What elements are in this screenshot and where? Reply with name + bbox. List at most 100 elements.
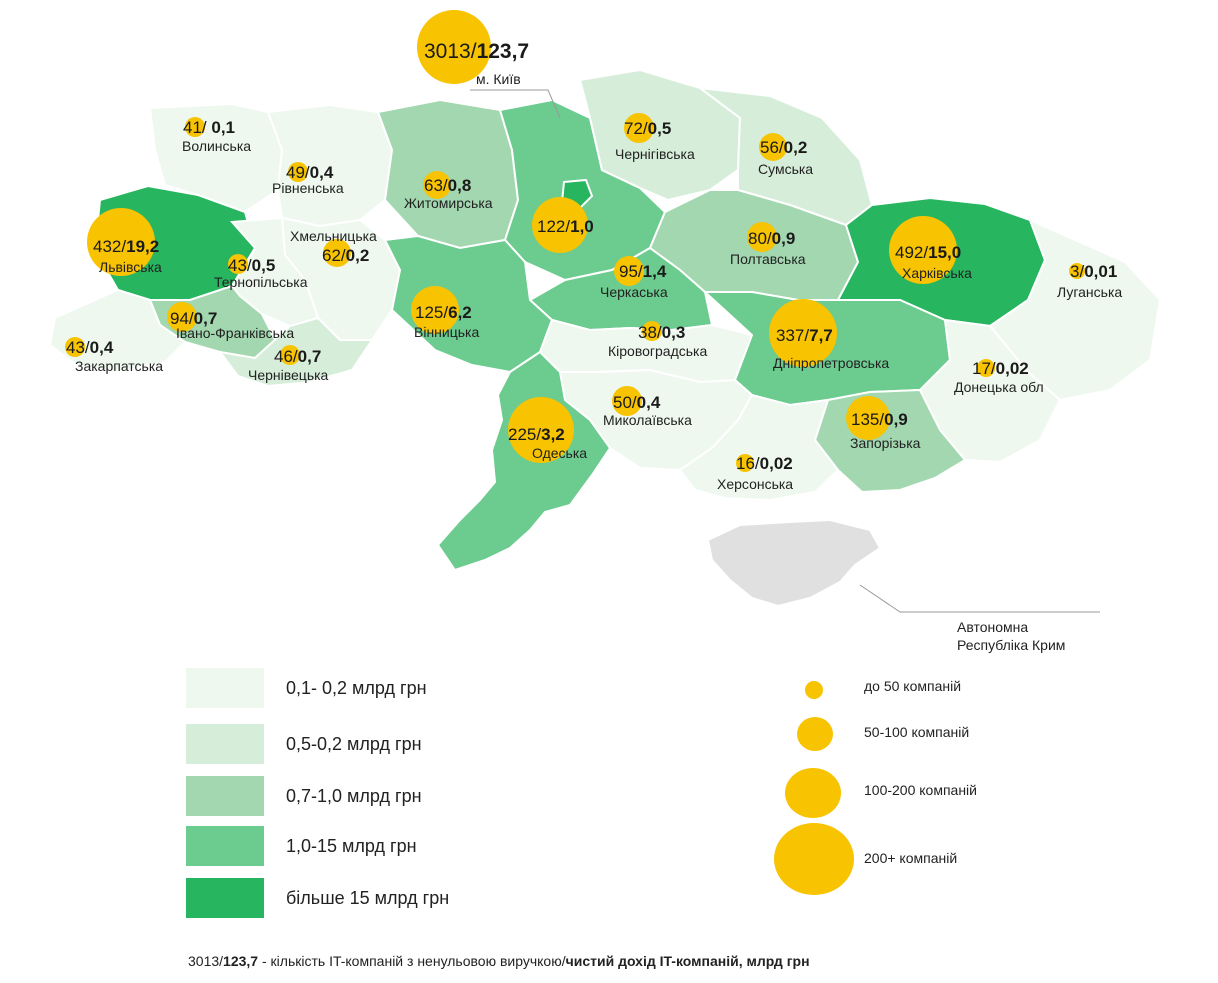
kyiv-city-name-label: м. Київ (476, 71, 521, 87)
legend-swatch-4 (186, 826, 264, 866)
bubble-chernivtsi[interactable] (280, 345, 300, 365)
bubble-kharkiv[interactable] (889, 216, 957, 284)
size-dot-xlarge (774, 823, 854, 895)
region-name-luhansk: Луганська (1057, 284, 1122, 300)
region-value-rivne: 49/0,4 (286, 163, 334, 182)
region-name-chernihiv: Чернігівська (615, 146, 695, 162)
bubble-kyiv-obl[interactable] (532, 197, 588, 253)
bubble-sumy[interactable] (759, 133, 787, 161)
region-value-khmelnytskyi: 62/0,2 (322, 246, 369, 265)
footnote-sep: / (219, 953, 224, 969)
legend-label-2: 0,5-0,2 млрд грн (286, 733, 422, 754)
bubble-ivano-frankivsk[interactable] (167, 302, 197, 332)
region-name-ternopil: Тернопільська (214, 274, 308, 290)
size-dot-small (805, 681, 823, 699)
bubble-odesa[interactable] (508, 397, 574, 463)
region-name-zakarpattia: Закарпатська (75, 358, 163, 374)
bubble-luhansk[interactable] (1069, 263, 1085, 279)
crimea-name-line1: Автономна (957, 619, 1028, 635)
region-name-kirovohrad: Кіровоградська (608, 343, 707, 359)
region-name-chernivtsi: Чернівецька (248, 367, 329, 383)
region-value-kherson: 16/0,02 (736, 454, 793, 473)
region-name-ivano-frankivsk: Івано-Франківська (176, 325, 294, 341)
crimea-name-line2: Республіка Крим (957, 637, 1065, 653)
region-name-volyn: Волинська (182, 138, 251, 154)
bubble-cherkasy[interactable] (614, 256, 644, 286)
footnote-text1: - кількість IT-компаній з ненульовою вир… (258, 953, 566, 969)
region-luhansk[interactable] (988, 218, 1162, 402)
region-kherson[interactable] (678, 393, 840, 502)
labels-layer: 3013/123,7 м. Київ Автономна Республіка … (66, 40, 1122, 653)
region-name-rivne: Рівненська (272, 180, 344, 196)
footnote-income: 123,7 (223, 953, 259, 969)
region-value-kirovohrad: 38/0,3 (638, 323, 685, 342)
region-name-dnipro: Дніпропетровська (773, 355, 889, 371)
legend-label-4: 1,0-15 млрд грн (286, 835, 417, 856)
region-value-dnipro: 337/7,7 (776, 326, 833, 345)
region-donetsk[interactable] (918, 318, 1062, 464)
region-value-kyiv-obl: 122/1,0 (537, 217, 594, 236)
region-name-kharkiv: Харківська (902, 265, 972, 281)
bubble-kherson[interactable] (736, 454, 754, 472)
region-value-zaporizhzhia: 135/0,9 (851, 410, 908, 429)
region-value-zhytomyr: 63/0,8 (424, 176, 471, 195)
region-value-chernivtsi: 46/0,7 (274, 347, 321, 366)
color-legend-item: 0,1- 0,2 млрд грн (186, 668, 427, 708)
bubble-donetsk[interactable] (977, 359, 995, 377)
regions-layer (48, 68, 1162, 608)
region-name-zaporizhzhia: Запорізька (850, 435, 921, 451)
region-crimea[interactable] (706, 518, 882, 608)
size-dot-medium (797, 717, 833, 751)
bubble-dnipro[interactable] (769, 299, 837, 367)
region-odesa[interactable] (436, 350, 612, 572)
region-name-lviv: Львівська (99, 259, 162, 275)
region-name-mykolaiv: Миколаївська (603, 412, 692, 428)
region-name-cherkasy: Черкаська (600, 284, 668, 300)
region-value-luhansk: 3/0,01 (1070, 262, 1117, 281)
size-dot-large (785, 768, 841, 818)
bubbles-layer (65, 10, 1085, 472)
region-value-odesa: 225/3,2 (508, 425, 565, 444)
region-value-donetsk: 17/0,02 (972, 359, 1029, 378)
region-value-volyn: 41/ 0,1 (183, 118, 235, 137)
bubble-zakarpattia[interactable] (65, 337, 85, 357)
region-value-ivano-frankivsk: 94/0,7 (170, 309, 217, 328)
bubble-mykolaiv[interactable] (612, 386, 642, 416)
color-legend-item: 0,5-0,2 млрд грн (186, 724, 422, 764)
region-value-zakarpattia: 43/0,4 (66, 338, 114, 357)
bubble-zaporizhzhia[interactable] (846, 396, 890, 440)
region-volyn[interactable] (148, 102, 284, 214)
size-label-3: 100-200 компаній (864, 782, 977, 798)
region-zhytomyr[interactable] (376, 98, 520, 250)
legend-swatch-1 (186, 668, 264, 708)
bubble-kyiv-city[interactable] (417, 10, 491, 84)
bubble-rivne[interactable] (288, 162, 308, 182)
legend-label-1: 0,1- 0,2 млрд грн (286, 677, 427, 698)
bubble-chernihiv[interactable] (624, 113, 654, 143)
kyiv-city-value-label: 3013/123,7 (424, 40, 529, 63)
bubble-poltava[interactable] (747, 222, 777, 252)
size-label-1: до 50 компаній (864, 678, 962, 694)
bubble-lviv[interactable] (87, 208, 155, 276)
region-value-chernihiv: 72/0,5 (624, 119, 671, 138)
legend-swatch-2 (186, 724, 264, 764)
region-value-poltava: 80/0,9 (748, 229, 795, 248)
region-name-donetsk: Донецька обл (954, 379, 1044, 395)
color-legend-item: більше 15 млрд грн (186, 878, 449, 918)
bubble-ternopil[interactable] (228, 254, 248, 274)
region-value-ternopil: 43/0,5 (228, 256, 275, 275)
bubble-zhytomyr[interactable] (423, 171, 451, 199)
bubble-volyn[interactable] (185, 117, 205, 137)
bubble-kirovohrad[interactable] (642, 321, 662, 341)
size-label-2: 50-100 компаній (864, 724, 970, 740)
footnote: 3013/123,7 - кількість IT-компаній з нен… (188, 953, 810, 969)
region-name-vinnytsia: Вінницька (414, 324, 479, 340)
legend-swatch-5 (186, 878, 264, 918)
region-name-odesa: Одеська (532, 445, 587, 461)
bubble-khmelnytskyi[interactable] (323, 239, 351, 267)
bubble-vinnytsia[interactable] (411, 286, 459, 334)
legend-label-3: 0,7-1,0 млрд грн (286, 785, 422, 806)
legend-label-5: більше 15 млрд грн (286, 887, 450, 908)
region-name-sumy: Сумська (758, 161, 813, 177)
